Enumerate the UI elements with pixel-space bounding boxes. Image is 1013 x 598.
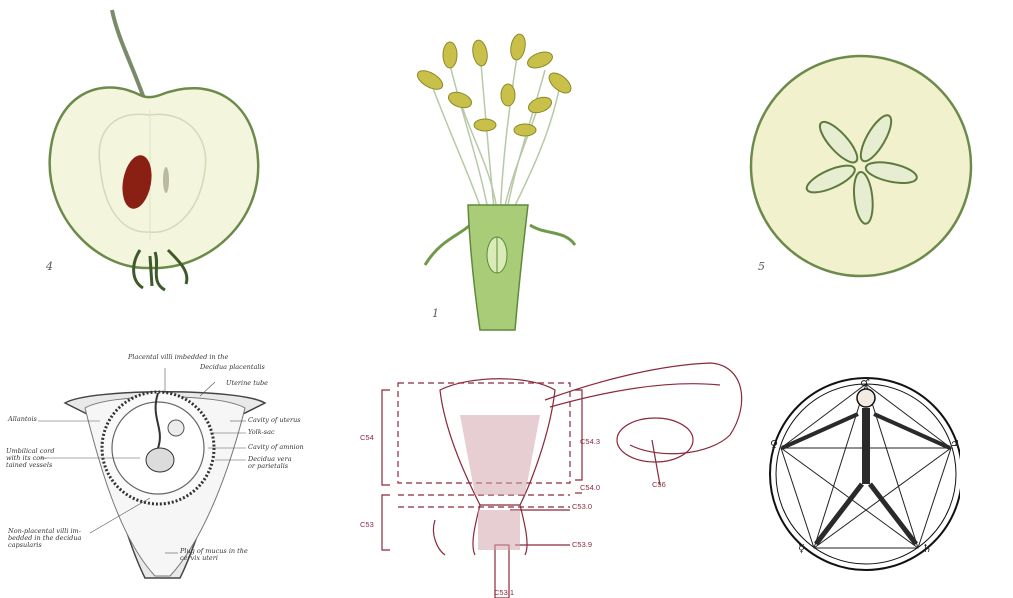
uterus-icd-code-diagram: C54 C54.3 C54.0 C53 C53.0 C53.9 C56 C53.… <box>360 345 760 598</box>
figure-number: 1 <box>432 307 439 320</box>
code-c53-1: C53.1 <box>494 588 514 597</box>
code-c53: C53 <box>360 520 374 529</box>
symbol-bottom-left: ☿ <box>798 542 805 555</box>
symbol-right: ♃ <box>950 438 960 451</box>
label-plug-of-mucus: Plug of mucus in the cervix uteri <box>180 548 248 562</box>
code-c56: C56 <box>652 480 666 489</box>
figure-number: 5 <box>758 260 765 273</box>
label-yolk-sac: Yolk-sac <box>248 429 275 436</box>
apple-half-illustration: 4 <box>0 0 300 300</box>
symbol-bottom-right: ♄ <box>922 542 932 555</box>
figure-number: 4 <box>46 260 53 273</box>
label-decidua-vera: Decidua vera or parietalis <box>248 456 292 470</box>
label-non-placental-villi: Non-placental villi im- bedded in the de… <box>8 528 81 549</box>
label-allantois: Allantois <box>8 416 37 423</box>
label-uterine-tube: Uterine tube <box>226 380 268 387</box>
apple-cross-section-illustration: 5 <box>740 50 980 290</box>
symbol-top: ♂ <box>860 376 870 389</box>
symbol-left: ♀ <box>770 438 778 451</box>
label-cavity-uterus: Cavity of uterus <box>248 417 301 424</box>
code-c54: C54 <box>360 433 374 442</box>
code-c53-0: C53.0 <box>572 502 592 511</box>
code-c53-9: C53.9 <box>572 540 592 549</box>
uterus-embryo-diagram: Placental villi imbedded in the Decidua … <box>0 348 330 596</box>
label-placental-villi: Placental villi imbedded in the <box>128 354 228 361</box>
code-c54-3: C54.3 <box>580 437 600 446</box>
code-c54-0: C54.0 <box>580 483 600 492</box>
flower-stamens-illustration: 1 <box>390 25 610 335</box>
label-umbilical-cord: Umbilical cord with its con- tained vess… <box>6 448 55 469</box>
pentagram-man-woodcut: ♂ ♀ ♃ ☿ ♄ <box>760 372 960 592</box>
label-decidua-placentalis: Decidua placentalis <box>200 364 265 371</box>
label-cavity-amnion: Cavity of amnion <box>248 444 304 451</box>
